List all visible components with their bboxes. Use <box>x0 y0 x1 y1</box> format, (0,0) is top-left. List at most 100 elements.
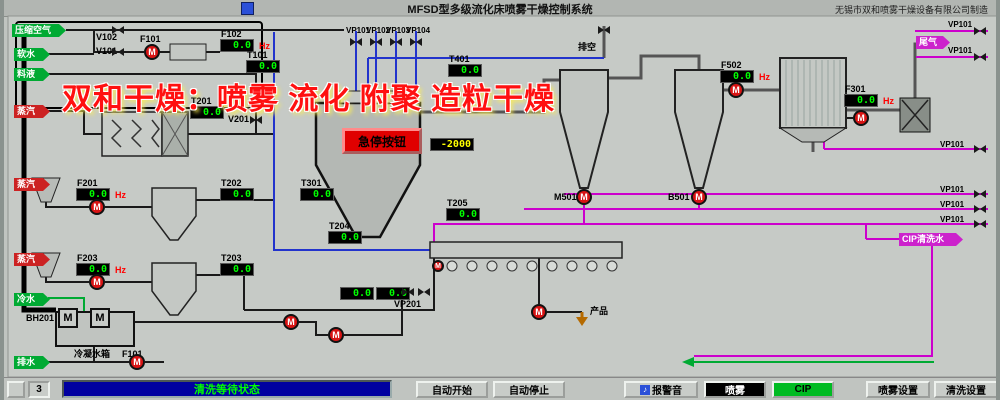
pipe-tag: 软水 <box>14 48 50 61</box>
display-unit: Hz <box>115 265 126 275</box>
pipe-tag: 压缩空气 <box>12 24 66 37</box>
display-unit: Hz <box>259 41 270 51</box>
display-unit: Hz <box>759 72 770 82</box>
pipe-tag: CIP清洗水 <box>899 233 963 246</box>
motor-icon: M <box>283 314 299 330</box>
motor-icon: M <box>328 327 344 343</box>
speaker-icon: ♪ <box>640 384 650 395</box>
mixer-motor-icon: M <box>58 308 78 328</box>
auto-stop-button[interactable]: 自动停止 <box>493 381 565 398</box>
display-label: T203 <box>221 253 242 263</box>
equipment-label: M501 <box>554 192 577 202</box>
pipe-tag: 蒸汽 <box>14 253 50 266</box>
system-button[interactable] <box>7 381 25 398</box>
clean-settings-button[interactable]: 清洗设置 <box>934 381 996 398</box>
display-unit: Hz <box>883 96 894 106</box>
pipe-tag: 蒸汽 <box>14 105 50 118</box>
display-label: F102 <box>221 29 242 39</box>
equipment-label: VP101 <box>940 215 965 224</box>
valve-icon <box>390 38 402 46</box>
valve-icon <box>370 38 382 46</box>
display-label: T202 <box>221 178 242 188</box>
equipment-label: VP101 <box>940 140 965 149</box>
equipment-label: VP101 <box>948 46 973 55</box>
pipe-tag: 排水 <box>14 356 50 369</box>
display-label: T101 <box>247 50 268 60</box>
display-label: T301 <box>301 178 322 188</box>
auto-start-button[interactable]: 自动开始 <box>416 381 488 398</box>
valve-icon <box>112 48 124 56</box>
valve-icon <box>974 190 986 198</box>
valve-icon <box>974 220 986 228</box>
valve-icon <box>112 26 124 34</box>
equipment-label: B501 <box>668 192 690 202</box>
motor-icon: M <box>728 82 744 98</box>
valve-icon <box>974 205 986 213</box>
motor-icon: M <box>853 110 869 126</box>
equipment-label: VP101 <box>948 20 973 29</box>
equipment-label: VP103 <box>386 26 411 35</box>
display-unit: Hz <box>115 190 126 200</box>
app-icon <box>241 2 254 15</box>
equipment-label: V101 <box>96 46 118 56</box>
display-label: F201 <box>77 178 98 188</box>
display-tower-pressure: -2000 <box>430 138 474 151</box>
motor-icon: M <box>129 354 145 370</box>
spray-settings-button[interactable]: 喷雾设置 <box>866 381 930 398</box>
equipment-label: 排空 <box>578 42 597 52</box>
motor-icon: M <box>531 304 547 320</box>
display-label: F203 <box>77 253 98 263</box>
spray-button[interactable]: 喷雾 <box>704 381 766 398</box>
pipe-tag: 料液 <box>14 68 50 81</box>
manufacturer-label: 无锡市双和喷雾干燥设备有限公司制造 <box>834 5 988 15</box>
display-label: T201 <box>191 96 212 106</box>
valve-icon <box>974 145 986 153</box>
equipment-label: F101 <box>140 34 161 44</box>
page-number-button[interactable]: 3 <box>28 381 50 398</box>
status-bar: 清洗等待状态 <box>62 380 392 398</box>
equipment-label: VP101 <box>940 185 965 194</box>
motor-icon: M <box>89 274 105 290</box>
equipment-label: VP101 <box>940 200 965 209</box>
equipment-label: V102 <box>96 32 118 42</box>
valve-icon <box>350 38 362 46</box>
valve-icon <box>598 26 610 34</box>
equipment-label: VP104 <box>406 26 431 35</box>
motor-icon: M <box>576 189 592 205</box>
display-label: T205 <box>447 198 468 208</box>
valve-icon <box>974 53 986 61</box>
display-label: F301 <box>845 84 866 94</box>
motor-icon: M <box>144 44 160 60</box>
equipment-label: 冷凝水箱 <box>74 349 111 359</box>
equipment-label: V201 <box>228 114 250 124</box>
mixer-motor-icon: M <box>90 308 110 328</box>
motor-icon: M <box>691 189 707 205</box>
cip-button[interactable]: CIP <box>772 381 834 398</box>
pipe-tag: 冷水 <box>14 293 50 306</box>
motor-icon: M <box>432 260 444 272</box>
equipment-label: VP201 <box>394 299 422 309</box>
pipe-tag: 尾气 <box>916 36 950 49</box>
control-footer: 清洗等待状态 3 自动开始自动停止 ♪报警音喷雾 CIP 喷雾设置清洗设置 <box>4 377 996 400</box>
diagram-canvas <box>7 15 996 378</box>
valve-icon <box>974 27 986 35</box>
display-bed-value-1: 0.0 <box>340 287 374 300</box>
motor-icon: M <box>89 199 105 215</box>
equipment-label: 产品 <box>590 306 609 316</box>
alarm-sound-button[interactable]: ♪报警音 <box>624 381 698 398</box>
emergency-stop-button[interactable]: 急停按钮 <box>342 128 422 154</box>
valve-icon <box>418 288 430 296</box>
